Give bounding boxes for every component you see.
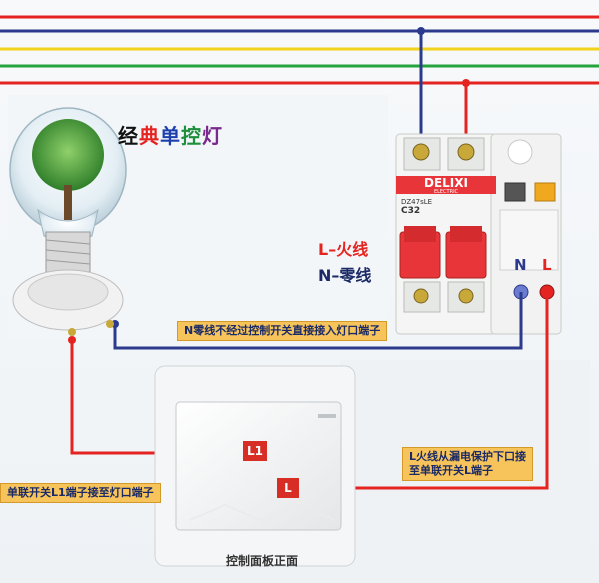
terminal-n-label: N [514, 256, 527, 274]
title-char: 单 [160, 124, 181, 148]
breaker-brand: DELIXI [424, 176, 468, 190]
switch-terminal-l1: L1 [243, 441, 267, 461]
title-char: 控 [181, 124, 202, 148]
terminal-l-label: L [542, 256, 552, 274]
breaker-rating: C32 [401, 206, 421, 216]
legend-live: L–火线 [318, 240, 369, 259]
legend-neutral: N–零线 [318, 266, 372, 285]
title-char: 灯 [202, 124, 223, 148]
callout-live: L火线从漏电保护下口接 至单联开关L端子 [402, 447, 534, 481]
live-wire-to-switch [310, 292, 549, 490]
junction-dot [68, 336, 76, 344]
neutral-wire-to-lamp [113, 292, 523, 350]
lamp [9, 107, 127, 336]
breaker-brand-sub: ELECTRIC [433, 189, 459, 195]
callout-live-line2: 至单联开关L端子 [409, 464, 494, 477]
callout-live-line1: L火线从漏电保护下口接 [409, 450, 527, 463]
switch-terminal-l: L [277, 478, 299, 498]
title-char: 经 [118, 124, 139, 148]
panel-label: 控制面板正面 [226, 554, 299, 568]
tree-icon [32, 119, 104, 191]
junction-dot [417, 27, 425, 35]
leakage-breaker [395, 133, 562, 335]
title-char: 典 [139, 124, 160, 148]
diagram-title: 经典单控灯 [118, 120, 223, 149]
junction-dot [462, 79, 470, 87]
breaker-model: DZ47sLE [401, 198, 433, 206]
callout-switch: 单联开关L1端子接至灯口端子 [0, 483, 161, 503]
switch-panel [154, 365, 356, 567]
callout-neutral: N零线不经过控制开关直接接入灯口端子 [177, 321, 388, 341]
